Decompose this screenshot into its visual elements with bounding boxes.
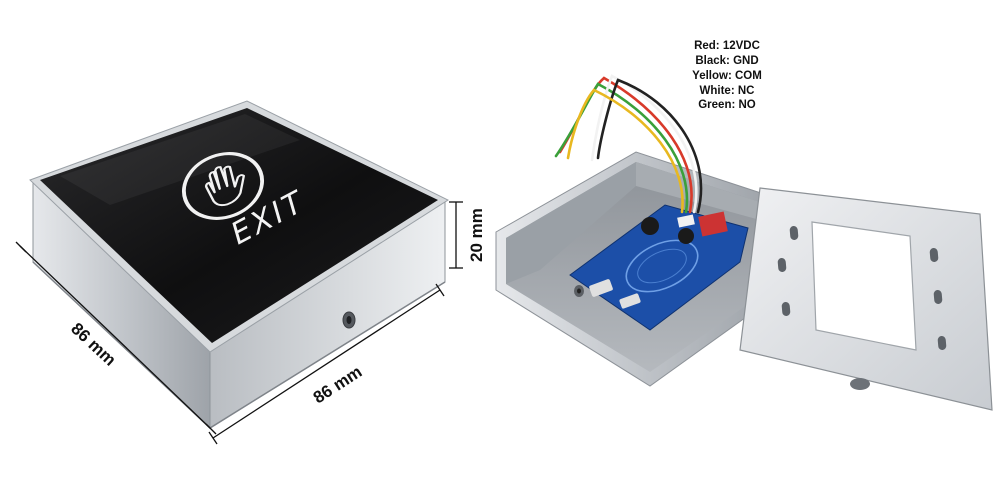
opened-device xyxy=(495,74,993,411)
dimension-height: 20 mm xyxy=(449,201,486,269)
exit-button-device: EXIT xyxy=(29,100,450,430)
wire-bundle xyxy=(554,74,703,214)
height-label: 20 mm xyxy=(467,208,486,262)
wiring-legend: Red: 12VDC Black: GND Yellow: COM White:… xyxy=(692,40,762,111)
cover-plate-window xyxy=(811,221,917,351)
black-touch-panel xyxy=(40,108,438,343)
wiring-green: Green: NO xyxy=(698,99,756,111)
hand-icon xyxy=(181,152,265,220)
circuit-board xyxy=(569,204,749,331)
wiring-white: White: NC xyxy=(700,85,755,97)
antenna-coil xyxy=(625,239,699,293)
wiring-black: Black: GND xyxy=(695,55,758,67)
wiring-yellow: Yellow: COM xyxy=(692,70,762,82)
wiring-red: Red: 12VDC xyxy=(694,40,760,52)
